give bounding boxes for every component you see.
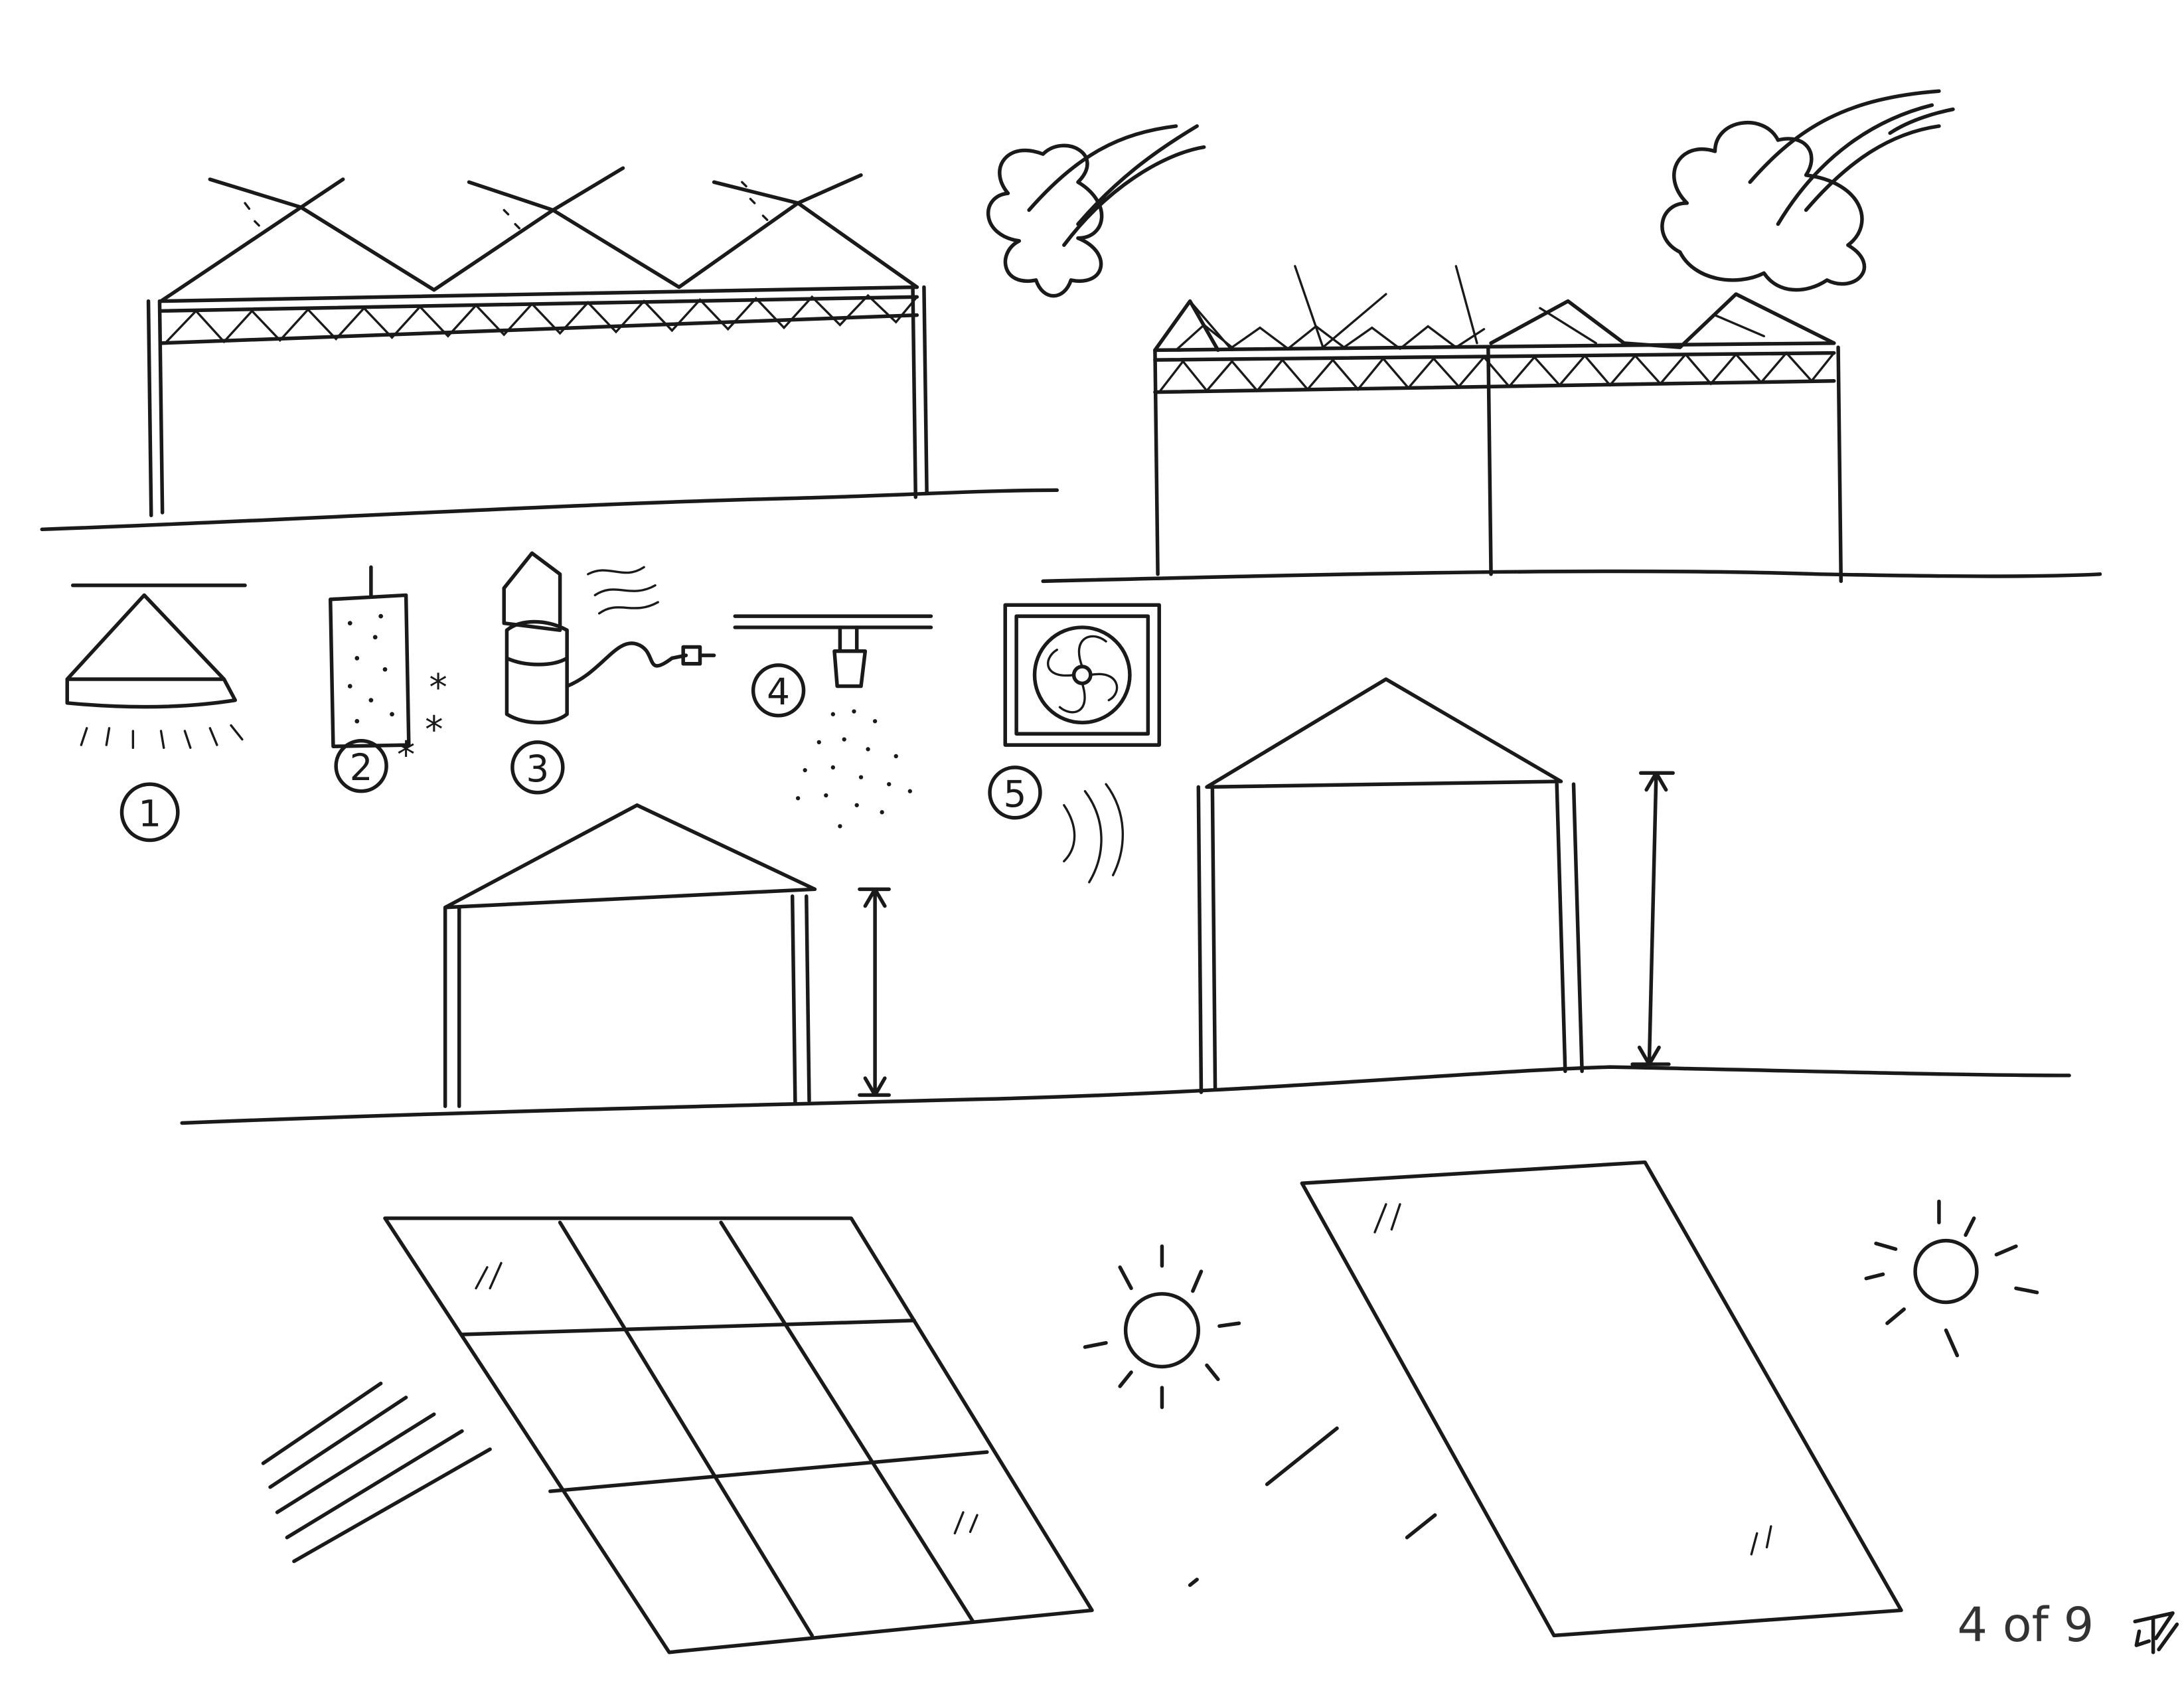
sun-icon-right [1864, 1199, 2039, 1358]
item5-label: 5 [1004, 773, 1027, 815]
item4-circle [751, 663, 806, 718]
item2-asterisk: * [397, 734, 415, 776]
exhaust-fan-icon: 5 [988, 603, 1161, 884]
insect-mark: * [429, 667, 447, 709]
item2-label: 2 [350, 746, 373, 789]
low-greenhouse [443, 803, 891, 1108]
item1-circle [119, 782, 180, 843]
mist-nozzle-icon: 4 [733, 614, 933, 829]
item1-label: 1 [138, 792, 161, 835]
glass-panel-grid [261, 1216, 1094, 1654]
ground-line [180, 1065, 2071, 1125]
sticky-trap-icon: * * 2 * [328, 565, 447, 793]
item2-circle [334, 739, 388, 793]
height-arrow-tall [1630, 771, 1675, 1066]
signature-mark [2133, 1611, 2179, 1654]
greenhouse-open-vents [40, 166, 1059, 532]
glass-panel-clear [1188, 1160, 1903, 1638]
item3-circle [510, 740, 565, 795]
grow-light-icon: 1 [65, 583, 247, 843]
light-rays-right [1188, 1426, 1437, 1587]
item3-label: 3 [526, 748, 549, 790]
page-number: 4 of 9 [1957, 1597, 2094, 1653]
cloud-wind-left [986, 124, 1206, 298]
co2-generator-icon: 3 [502, 551, 716, 795]
insect-mark-2: * [425, 708, 443, 751]
height-arrow-low [858, 887, 891, 1097]
item5-circle [988, 766, 1042, 820]
item4-label: 4 [767, 671, 790, 713]
tall-greenhouse [1196, 677, 1675, 1094]
light-rays-left [261, 1382, 492, 1564]
sun-icon-left [1083, 1244, 1241, 1410]
greenhouse-closed-vents [1041, 265, 2102, 584]
cloud-wind-right [1660, 89, 1955, 292]
